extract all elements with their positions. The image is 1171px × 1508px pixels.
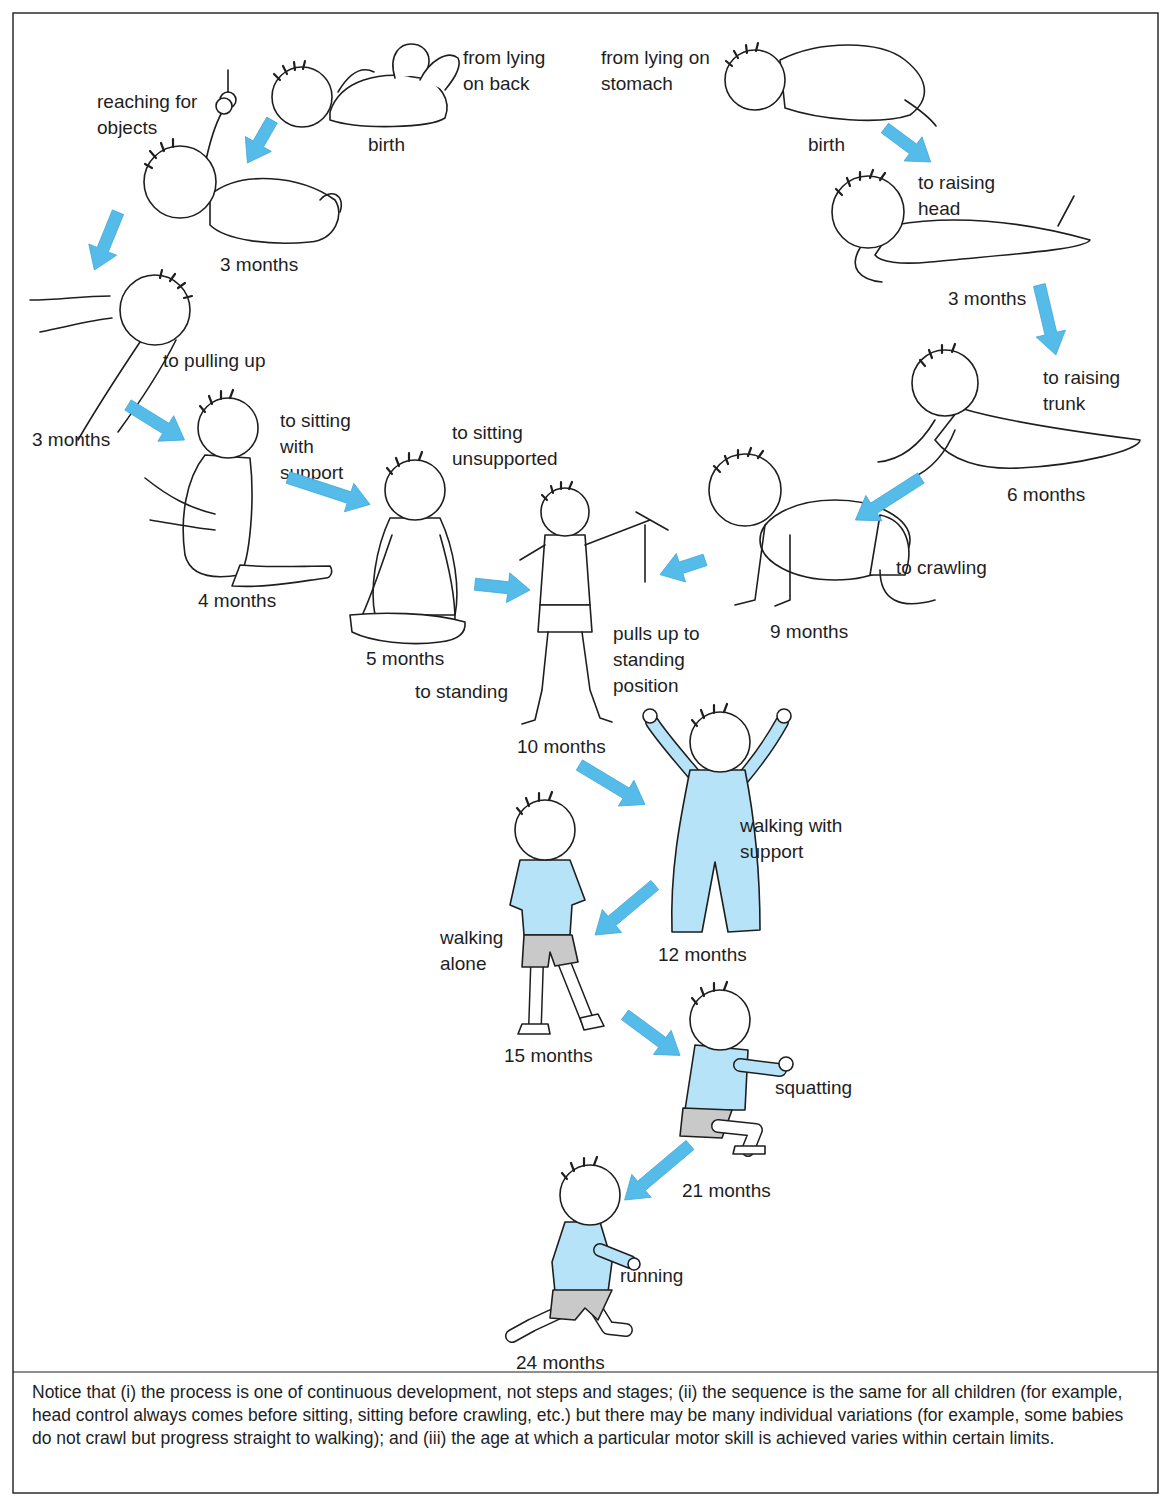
baby-on-stomach [725,43,936,126]
stage-label: walking with support [740,813,865,865]
stage-group: to pulling up3 months [40,270,200,405]
age-label: 6 months [1007,482,1085,508]
frame [13,13,1158,1493]
age-label: 9 months [770,619,848,645]
flow-arrow [625,1140,694,1200]
stage-label: birth [808,132,845,158]
flow-arrow [660,554,707,583]
stage-label: to pulling up [163,348,265,374]
flow-arrow [474,573,530,603]
stage-group: reaching for objects3 months [118,163,345,245]
stage-label: walking alone [440,925,525,977]
stage-label: from lying on stomach [601,45,726,97]
stage-label: pulls up to standing position [613,621,713,699]
age-label: 3 months [948,286,1026,312]
age-label: 10 months [517,734,606,760]
baby-on-back [220,44,459,127]
baby-reaching [144,98,341,243]
flow-arrow [286,472,370,512]
stage-group: from lying on backbirth [272,40,460,128]
toddler-running [512,1157,640,1336]
flow-arrow [621,1010,680,1055]
age-label: 3 months [32,427,110,453]
stage-label: to sitting unsupported [452,420,582,472]
stage-group: to sitting unsupported5 months [370,455,475,645]
toddler-squatting [680,982,793,1154]
stage-group: from lying on stomachbirth [725,35,930,128]
stage-label: from lying on back [463,45,571,97]
flow-arrow [89,210,124,270]
flow-arrow [881,123,930,162]
baby-raising-trunk [878,344,1140,478]
caption: Notice that (i) the process is one of co… [32,1381,1144,1450]
baby-crawling [709,448,935,606]
stage-label: to raising head [918,170,1013,222]
age-label: 21 months [682,1178,771,1204]
flow-arrow [245,117,277,163]
age-label: 12 months [658,942,747,968]
age-label: 3 months [220,252,298,278]
age-label: 15 months [504,1043,593,1069]
stage-group: to sitting with support4 months [150,440,288,590]
stage-group: running24 months [500,1200,640,1340]
age-label: 24 months [516,1350,605,1376]
stage-label: reaching for objects [97,89,209,141]
flow-arrow [595,880,659,935]
stage-label: running [620,1263,683,1289]
flow-arrow [855,473,924,521]
baby-sitting [350,452,465,644]
stage-label: birth [368,132,405,158]
flow-arrow [576,760,645,806]
stage-group: walking with support12 months [645,710,785,885]
flow-arrow [1034,284,1066,355]
toddler-walking [510,792,604,1034]
age-label: 4 months [198,588,276,614]
stage-group: to raising trunk6 months [875,355,1145,478]
baby-raising-head [832,170,1090,282]
stage-group: to standingpulls up to standing position… [530,485,660,765]
stage-label: squatting [775,1075,852,1101]
stage-label: to crawling [896,555,987,581]
age-label: 5 months [366,646,444,672]
stage-group: walking alone15 months [495,935,625,1040]
stage-label: to raising trunk [1043,365,1143,417]
flow-arrow [125,400,185,441]
stage-group: to crawling9 months [705,520,940,615]
stage-group: squatting21 months [680,985,805,1145]
stage-label: to standing [415,679,508,705]
stage-group: to raising head3 months [830,162,1095,285]
